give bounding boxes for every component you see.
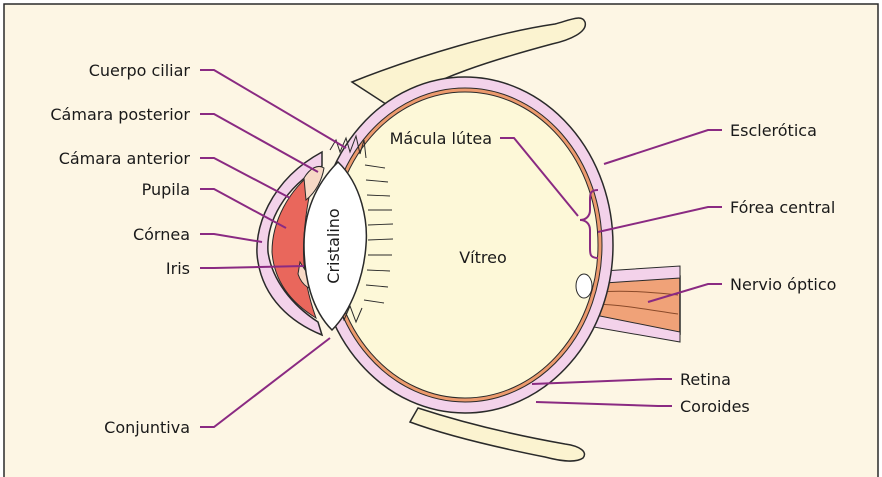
- label-cornea: Córnea: [133, 225, 190, 244]
- label-nervio: Nervio óptico: [730, 275, 836, 294]
- label-vitreo: Vítreo: [459, 248, 507, 267]
- label-coroides: Coroides: [680, 397, 750, 416]
- label-macula: Mácula lútea: [390, 129, 492, 148]
- label-retina: Retina: [680, 370, 731, 389]
- label-camara-anterior: Cámara anterior: [59, 149, 191, 168]
- label-camara-posterior: Cámara posterior: [50, 105, 190, 124]
- lens-label: Cristalino: [324, 208, 343, 283]
- label-cuerpo-ciliar: Cuerpo ciliar: [89, 61, 191, 80]
- label-conjuntiva: Conjuntiva: [104, 418, 190, 437]
- label-esclerotica: Esclerótica: [730, 121, 817, 140]
- label-forea: Fórea central: [730, 198, 835, 217]
- label-iris: Iris: [166, 259, 190, 278]
- optic-disc: [576, 274, 592, 298]
- label-pupila: Pupila: [142, 180, 190, 199]
